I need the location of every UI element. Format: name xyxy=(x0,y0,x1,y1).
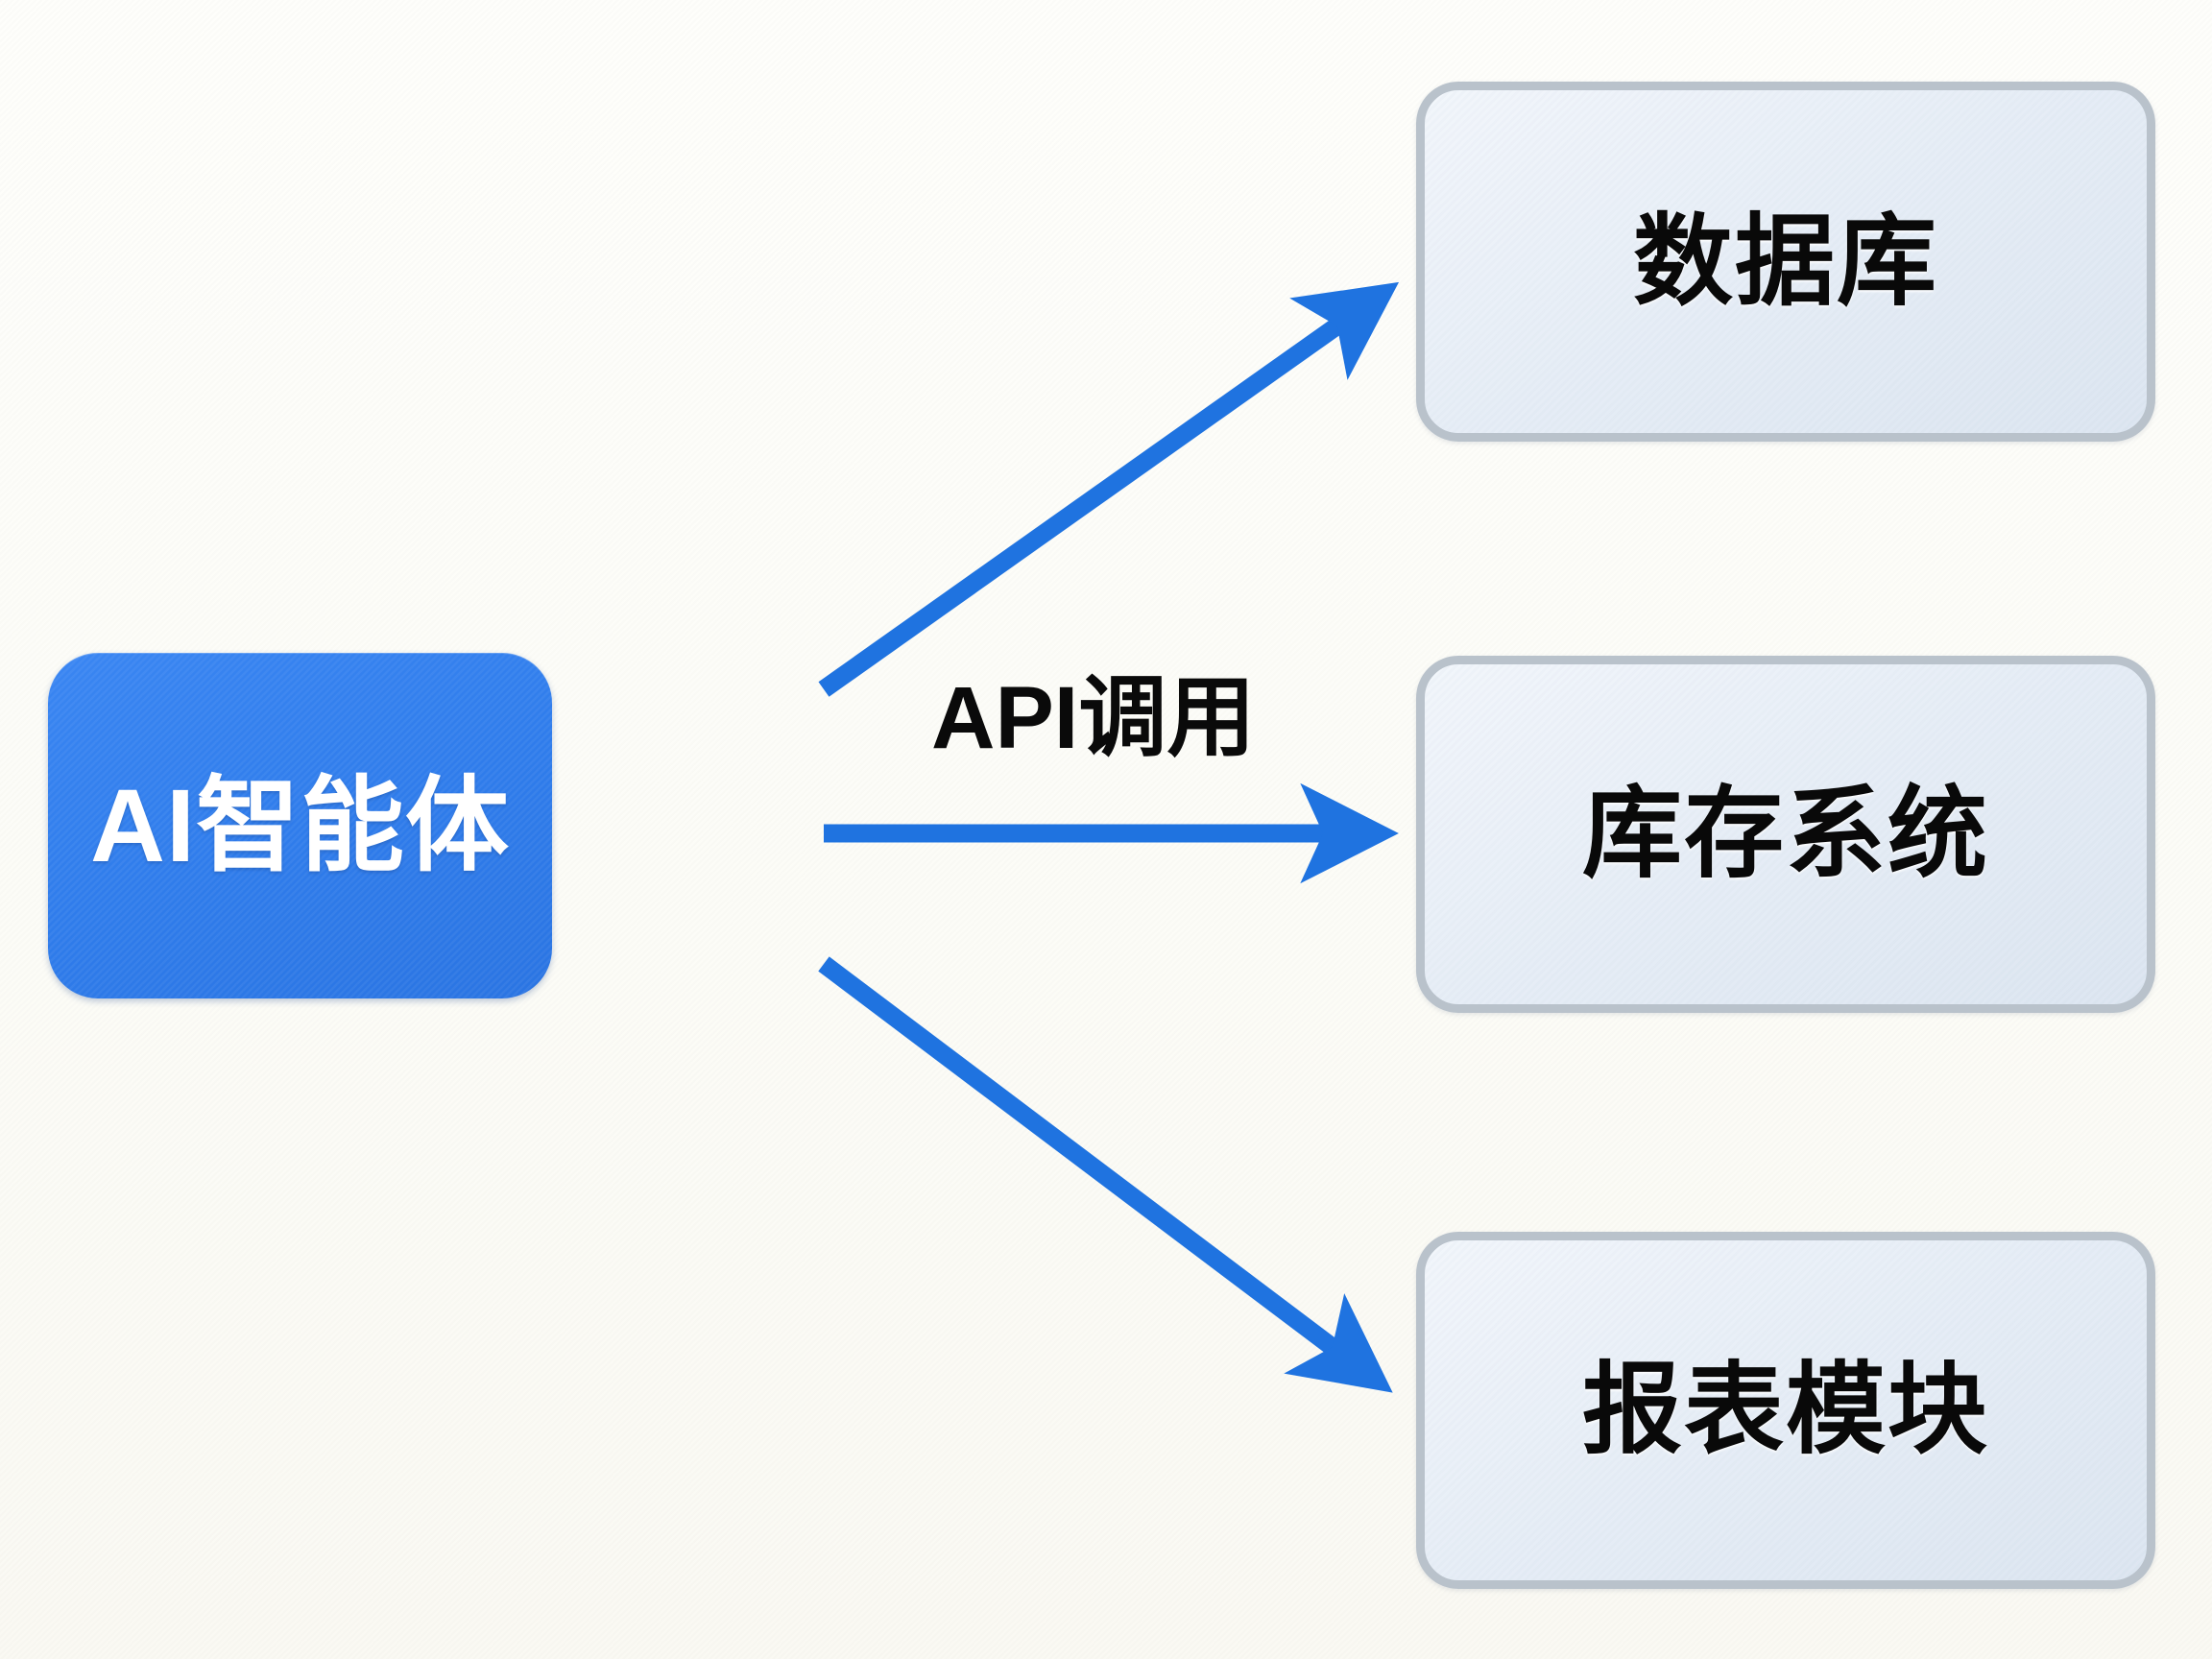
edge-to-report xyxy=(818,956,1393,1393)
node-database-label: 数据库 xyxy=(1632,205,1938,318)
node-ai-agent[interactable]: AI智能体 xyxy=(48,653,552,998)
node-report[interactable]: 报表模块 xyxy=(1416,1232,2155,1589)
node-database[interactable]: 数据库 xyxy=(1416,82,2155,442)
node-report-label: 报表模块 xyxy=(1581,1355,1989,1466)
node-inventory-label: 库存系统 xyxy=(1581,779,1989,890)
node-inventory[interactable]: 库存系统 xyxy=(1416,656,2155,1013)
node-ai-agent-label: AI智能体 xyxy=(89,767,510,883)
edge-label-api-call: API调用 xyxy=(931,669,1256,767)
edge-to-database xyxy=(818,281,1400,697)
